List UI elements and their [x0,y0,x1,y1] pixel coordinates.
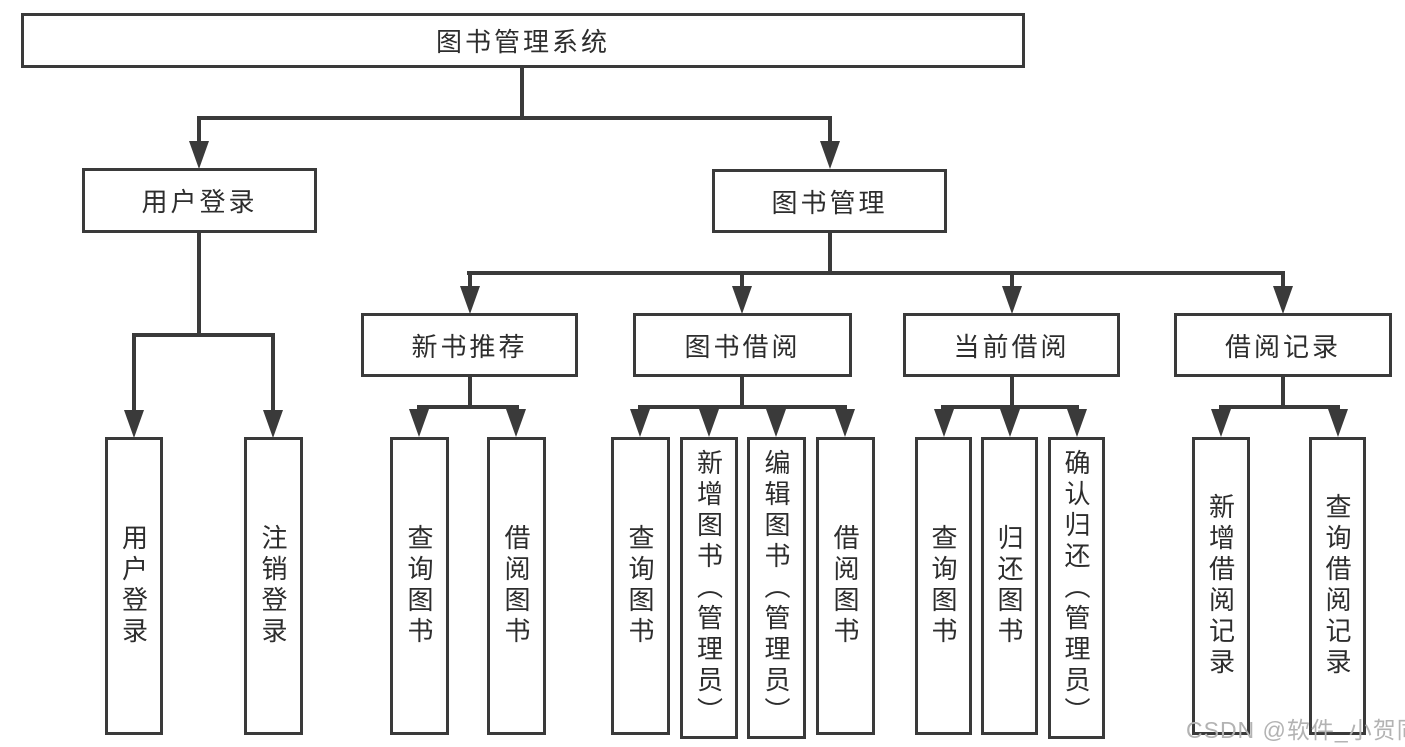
connector-line [828,233,832,275]
leaf-query-books-recommend: 查询图书 [390,437,449,735]
leaf-borrow-books-recommend-label: 借阅图书 [501,524,531,648]
arrow-down-icon [506,409,526,437]
connector-line [1010,377,1014,408]
connector-line [197,116,832,120]
leaf-borrow-books-recommend: 借阅图书 [487,437,546,735]
connector-line [1219,405,1340,409]
arrow-down-icon [124,410,144,438]
leaf-return-books: 归还图书 [981,437,1038,735]
leaf-confirm-return-admin-label: 确认归还（管理员） [1061,448,1091,728]
connector-line [197,116,201,142]
leaf-add-borrow-record-label: 新增借阅记录 [1205,493,1236,679]
arrow-down-icon [189,141,209,169]
leaf-query-borrow-record: 查询借阅记录 [1309,437,1366,735]
node-borrow-records: 借阅记录 [1174,313,1392,377]
node-book-management: 图书管理 [712,169,947,233]
leaf-return-books-label: 归还图书 [994,524,1024,648]
arrow-down-icon [1211,409,1231,437]
leaf-edit-books-admin-label: 编辑图书（管理员） [761,448,791,728]
node-book-borrow-label: 图书借阅 [684,331,801,362]
watermark: CSDN @软件_小贺同学 [1186,717,1405,743]
leaf-user-login-label: 用户登录 [118,524,149,648]
leaf-add-books-admin-label: 新增图书（管理员） [693,448,724,728]
arrow-down-icon [460,286,480,314]
connector-line [271,333,275,411]
node-new-book-recommend: 新书推荐 [361,313,578,377]
leaf-borrow-books-label: 借阅图书 [830,524,860,648]
leaf-add-borrow-record: 新增借阅记录 [1192,437,1250,735]
connector-line [468,271,472,289]
leaf-logout: 注销登录 [244,437,303,735]
connector-line [197,233,201,336]
connector-line [1010,271,1014,289]
arrow-down-icon [1067,409,1087,437]
arrow-down-icon [1000,409,1020,437]
node-current-borrow: 当前借阅 [903,313,1120,377]
leaf-query-books-current-label: 查询图书 [928,524,958,648]
arrow-down-icon [699,409,719,437]
arrow-down-icon [409,409,429,437]
arrow-down-icon [1002,286,1022,314]
leaf-query-borrow-record-label: 查询借阅记录 [1322,493,1352,679]
connector-line [520,68,524,118]
node-current-borrow-label: 当前借阅 [953,331,1070,362]
leaf-logout-label: 注销登录 [258,524,288,648]
arrow-down-icon [732,286,752,314]
connector-line [132,333,275,337]
connector-line [1281,271,1285,289]
connector-line [638,405,847,409]
leaf-query-books-current: 查询图书 [915,437,972,735]
arrow-down-icon [263,410,283,438]
node-book-borrow: 图书借阅 [633,313,852,377]
connector-line [417,405,519,409]
connector-line [740,271,744,289]
leaf-query-books-recommend-label: 查询图书 [404,524,434,648]
leaf-query-books-borrow-label: 查询图书 [625,524,655,648]
arrow-down-icon [934,409,954,437]
connector-line [740,377,744,408]
leaf-confirm-return-admin: 确认归还（管理员） [1048,437,1105,739]
connector-line [132,333,136,411]
node-new-book-recommend-label: 新书推荐 [411,331,528,362]
leaf-query-books-borrow: 查询图书 [611,437,670,735]
connector-line [468,377,472,408]
arrow-down-icon [630,409,650,437]
node-user-login-label: 用户登录 [141,187,258,217]
leaf-add-books-admin: 新增图书（管理员） [680,437,738,739]
arrow-down-icon [766,409,786,437]
arrow-down-icon [1328,409,1348,437]
arrow-down-icon [820,141,840,169]
arrow-down-icon [1273,286,1293,314]
node-root-label: 图书管理系统 [435,27,610,57]
arrow-down-icon [835,409,855,437]
leaf-borrow-books: 借阅图书 [816,437,875,735]
node-root: 图书管理系统 [21,13,1025,68]
connector-line [828,116,832,142]
node-borrow-records-label: 借阅记录 [1224,331,1341,362]
connector-line [1281,377,1285,408]
node-book-management-label: 图书管理 [771,187,888,218]
connector-line [941,405,1079,409]
leaf-user-login: 用户登录 [105,437,163,735]
connector-line [467,271,1285,275]
node-user-login: 用户登录 [82,168,317,233]
leaf-edit-books-admin: 编辑图书（管理员） [747,437,806,739]
